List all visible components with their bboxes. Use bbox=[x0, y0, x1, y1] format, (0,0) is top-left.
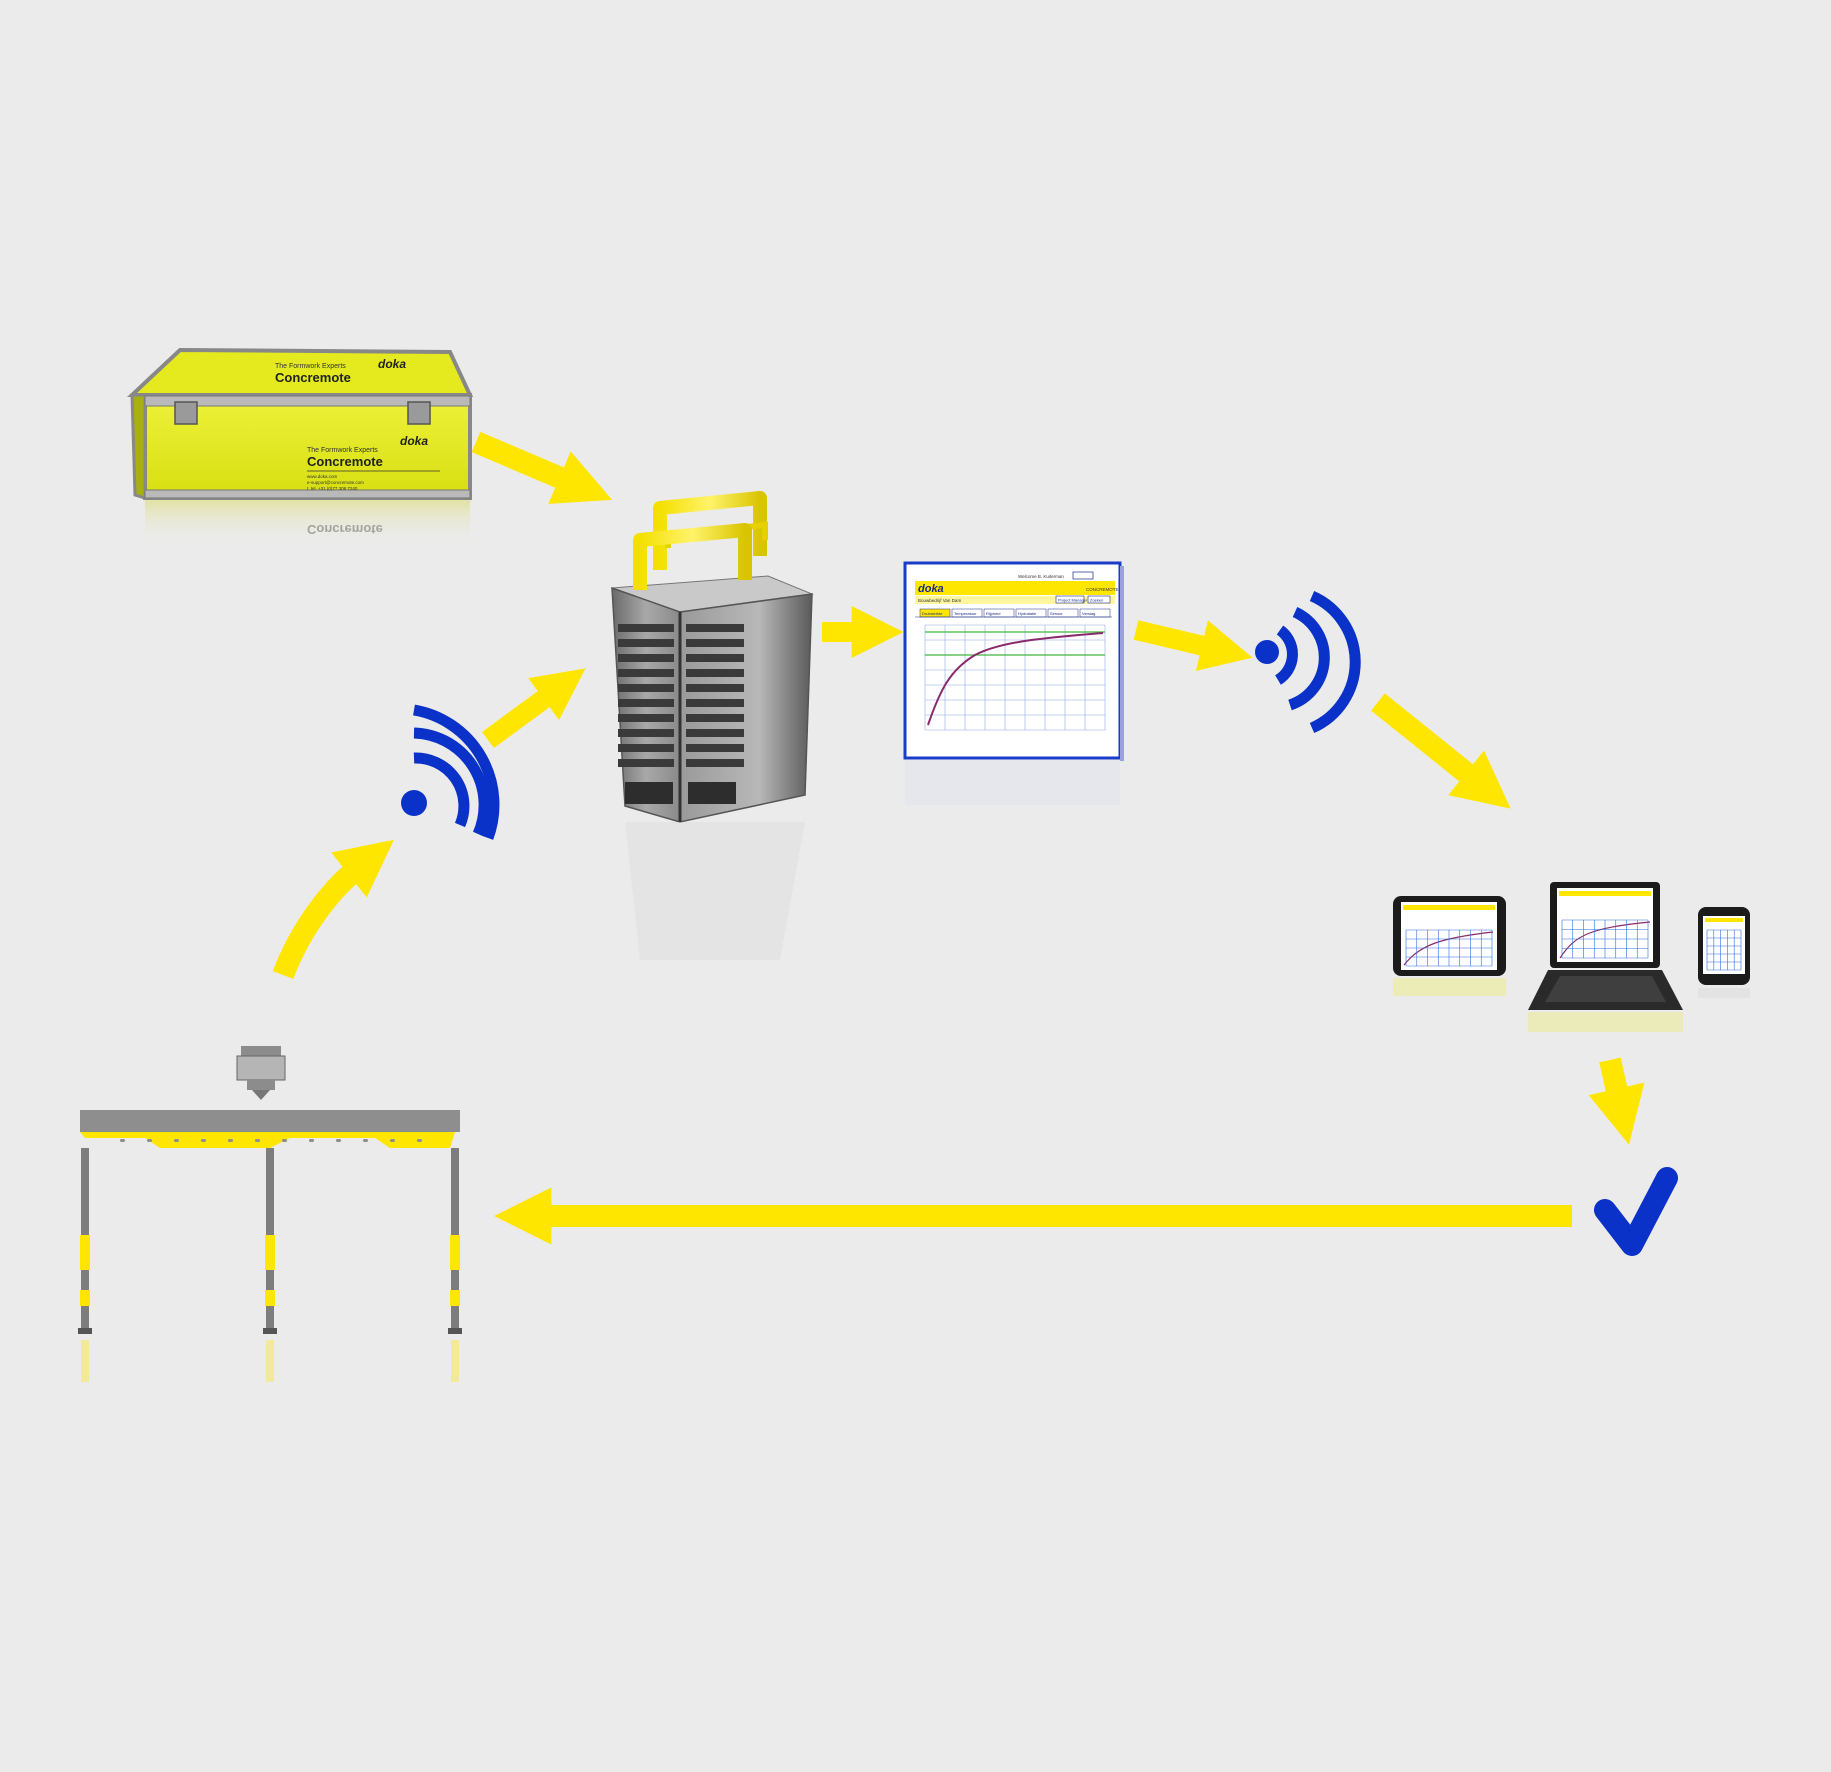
checkmark-icon bbox=[1594, 1167, 1678, 1256]
concrete-slab bbox=[80, 1110, 460, 1132]
report-header-bar bbox=[915, 581, 1115, 595]
server-vent bbox=[686, 639, 744, 647]
case-latch bbox=[174, 401, 198, 425]
server-reflection bbox=[625, 822, 805, 960]
report-tab-label: Hydratatie bbox=[1018, 611, 1037, 616]
report-strength-curve bbox=[927, 632, 1104, 726]
case-reflection-title: Concremote bbox=[307, 522, 383, 537]
server-vent bbox=[618, 654, 674, 662]
report-logo: doka bbox=[918, 583, 944, 595]
case-front-title: Concremote bbox=[307, 454, 383, 469]
wireless-signal-icon bbox=[1255, 590, 1361, 734]
case-latch bbox=[407, 401, 431, 425]
arrow-report-to-signal bbox=[1133, 620, 1253, 671]
tablet-icon bbox=[1393, 896, 1506, 996]
flow-arrows bbox=[272, 431, 1645, 1245]
report-tab-label: Rijpheid bbox=[986, 611, 1000, 616]
server-vent bbox=[618, 684, 674, 692]
report-brand: CONCREMOTE bbox=[1086, 587, 1119, 592]
server-handle bbox=[633, 523, 752, 590]
server-vent bbox=[686, 699, 744, 707]
slab-sensor-icon bbox=[78, 1046, 462, 1382]
report-welcome: Welcome B. Kuiterman bbox=[1018, 574, 1064, 579]
server-vent bbox=[618, 699, 674, 707]
report-button-project-manager[interactable] bbox=[1055, 595, 1085, 604]
report-tab-label: Sensor bbox=[1050, 611, 1063, 616]
report-tab-label: Druksterkte bbox=[922, 611, 943, 616]
report-button-zoeken[interactable] bbox=[1087, 595, 1111, 604]
server-vent bbox=[618, 744, 674, 752]
case-front-line-3: t. tel. +31 (0)77 308 7240 bbox=[307, 486, 358, 491]
laptop-icon bbox=[1528, 882, 1683, 1032]
smartphone-icon bbox=[1698, 907, 1750, 998]
server-vent bbox=[618, 624, 674, 632]
case-front-tagline: The Formwork Experts bbox=[307, 447, 378, 454]
report-tab-label: Verslag bbox=[1082, 611, 1095, 616]
server-vent bbox=[618, 729, 674, 737]
server-vent bbox=[686, 684, 744, 692]
server-vent bbox=[618, 759, 674, 767]
sensor-body bbox=[236, 1055, 286, 1081]
server-base-vent bbox=[688, 782, 736, 804]
server-vent bbox=[686, 669, 744, 677]
report-company: Bouwbedrijf Van Dam bbox=[918, 598, 961, 603]
devices-group bbox=[1393, 882, 1750, 1032]
case-lid-tagline: The Formwork Experts bbox=[275, 363, 346, 370]
case-front-line-1: www.doka.com bbox=[307, 474, 338, 479]
case-lid-logo: doka bbox=[378, 357, 406, 371]
arrow-devices-to-check bbox=[1588, 1057, 1645, 1145]
report-reflection bbox=[905, 760, 1120, 805]
server-vent bbox=[618, 714, 674, 722]
server-vent bbox=[686, 729, 744, 737]
arrow-signal-to-devices bbox=[1371, 693, 1511, 809]
wireless-signal-icon bbox=[401, 704, 500, 840]
report-plot-grid bbox=[924, 624, 1106, 731]
server-base-vent bbox=[625, 782, 673, 804]
case-reflection bbox=[145, 500, 470, 545]
server-vent bbox=[618, 669, 674, 677]
server-vent bbox=[686, 759, 744, 767]
arrow-case-to-server bbox=[471, 431, 613, 504]
report-button-label: Project Manager bbox=[1058, 598, 1088, 603]
sensor-cap bbox=[241, 1046, 281, 1056]
server-vent bbox=[618, 639, 674, 647]
concremote-case: The Formwork Experts Concremote doka dok… bbox=[126, 347, 474, 545]
report-tab-label: Temperatuur bbox=[954, 611, 977, 616]
report-screen: Welcome B. Kuiterman doka CONCREMOTE Bou… bbox=[903, 561, 1124, 805]
report-button-label: Zoeken bbox=[1090, 598, 1103, 603]
server-vent bbox=[686, 714, 744, 722]
server-vent bbox=[686, 744, 744, 752]
arrow-slab-to-signal bbox=[272, 839, 394, 979]
server-tower bbox=[611, 491, 814, 960]
arrow-signal-to-server bbox=[482, 668, 586, 749]
server-vent bbox=[686, 654, 744, 662]
case-front-logo: doka bbox=[400, 434, 428, 448]
formwork-beam bbox=[80, 1132, 455, 1148]
server-vent bbox=[686, 624, 744, 632]
case-lid-title: Concremote bbox=[275, 370, 351, 385]
case-front-line-2: e-support@concremote.com bbox=[307, 480, 364, 485]
